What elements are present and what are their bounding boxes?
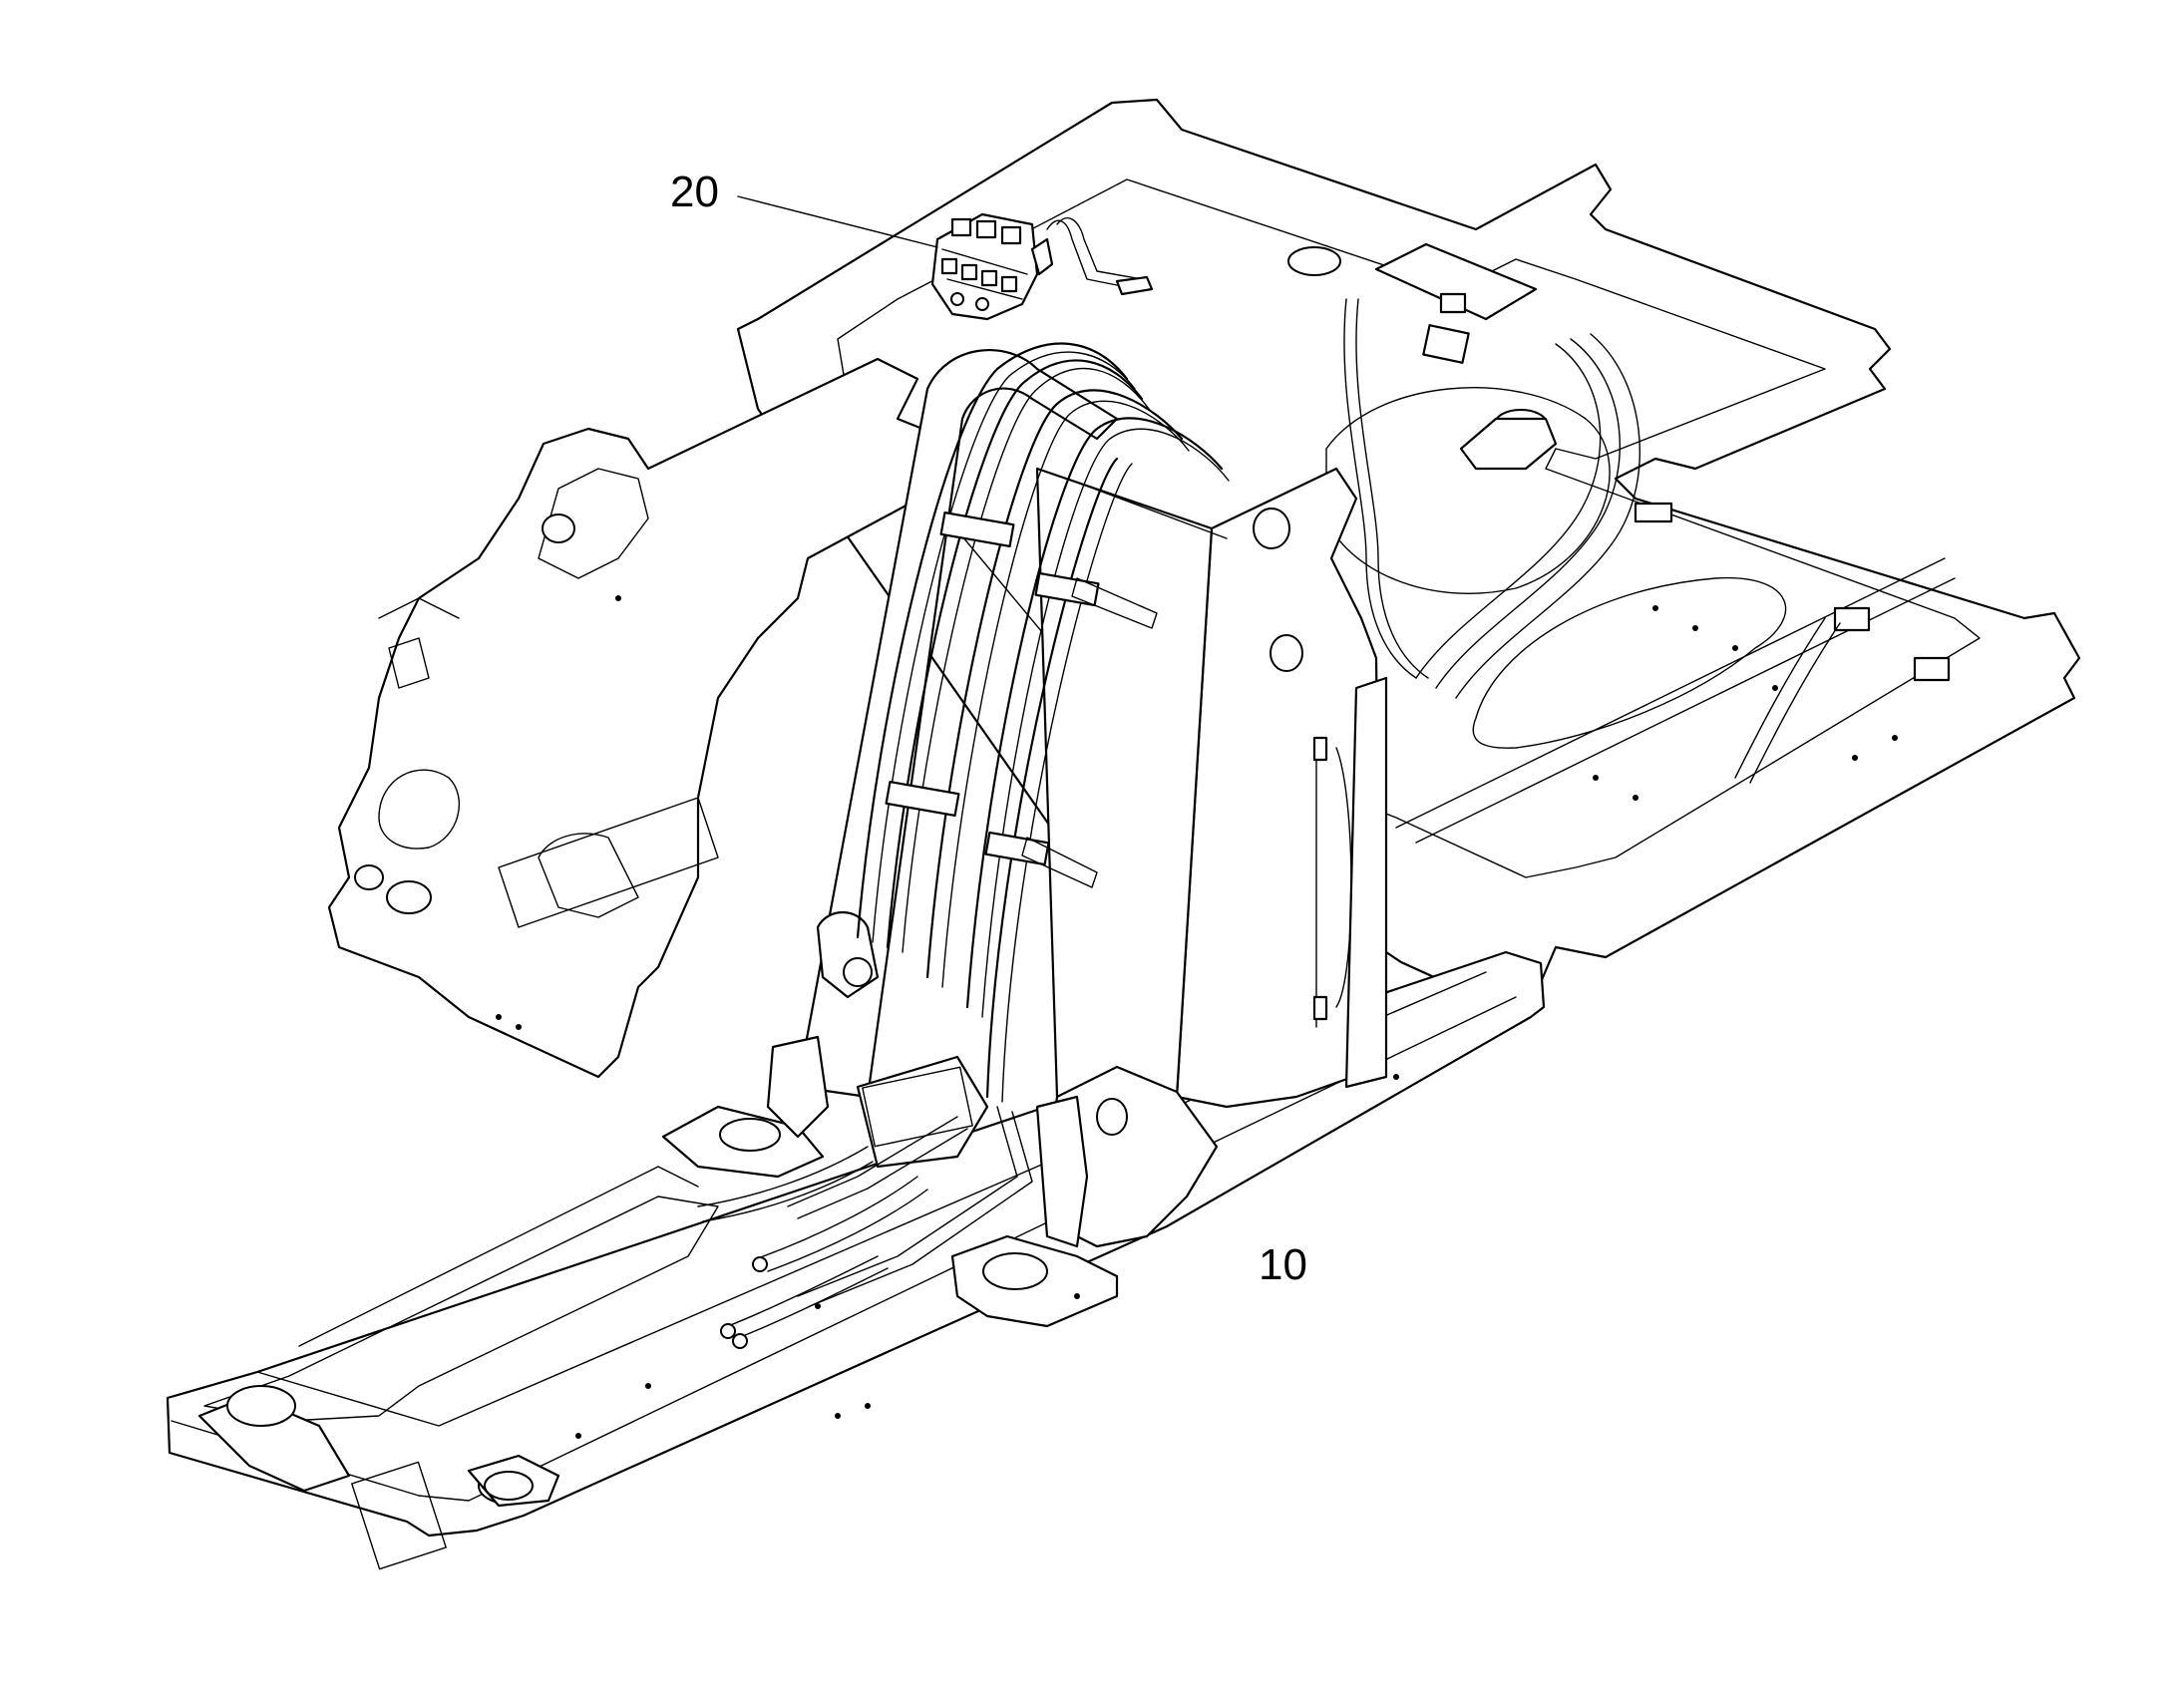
boom-bracket bbox=[327, 357, 949, 1079]
valve-block-part-20 bbox=[930, 212, 1154, 321]
callout-label-20: 20 bbox=[670, 168, 719, 216]
leader-line-20 bbox=[737, 195, 938, 248]
hose-bundles bbox=[787, 298, 1429, 1307]
callout-label-10: 10 bbox=[1259, 1240, 1307, 1289]
callout-20: 20 bbox=[670, 168, 938, 248]
callout-10: 10 bbox=[1259, 1240, 1307, 1289]
boom-mast bbox=[766, 349, 1388, 1248]
